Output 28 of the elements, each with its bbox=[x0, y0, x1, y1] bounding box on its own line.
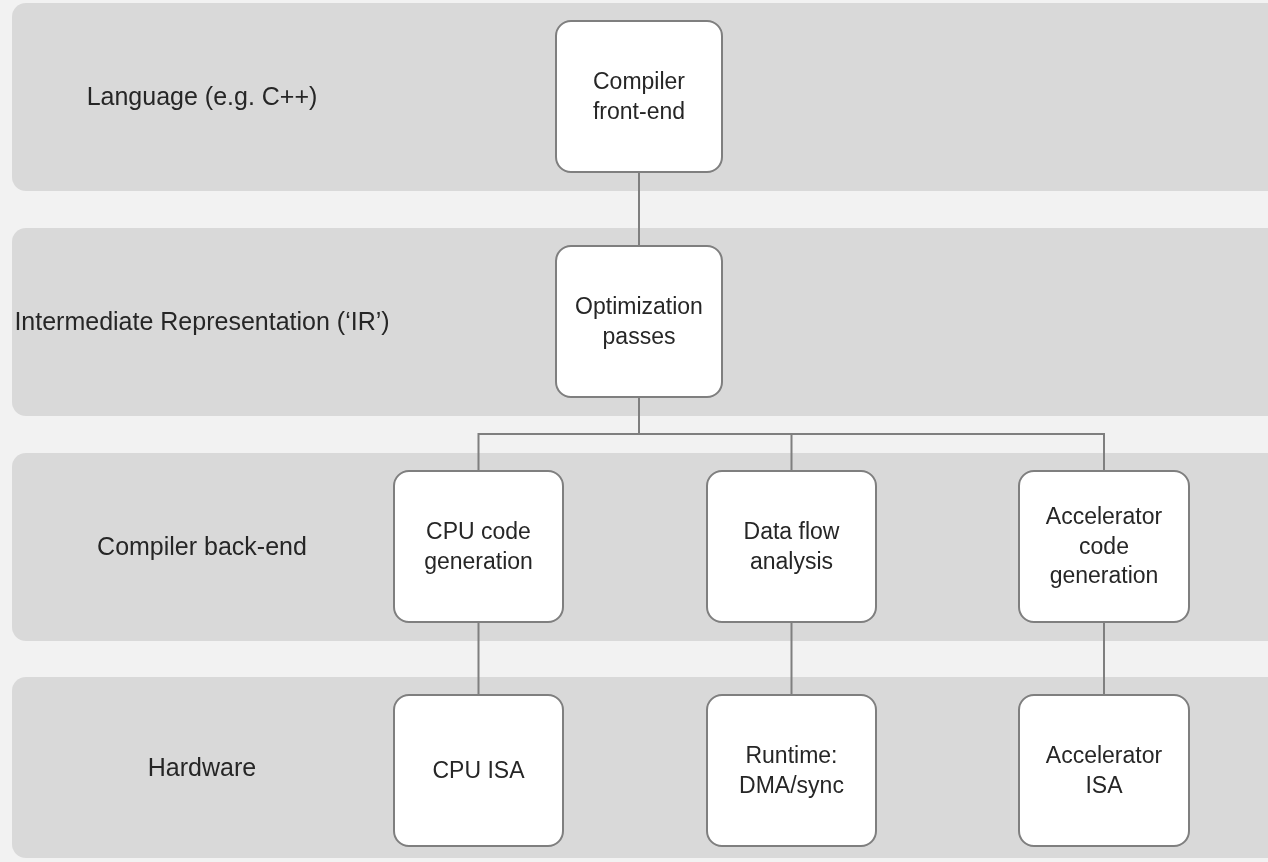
box-label: Accelerator code generation bbox=[1044, 501, 1164, 591]
layer-label: Intermediate Representation (‘IR’) bbox=[13, 306, 391, 338]
box-label: Compiler front-end bbox=[591, 66, 687, 126]
connector-line bbox=[1103, 622, 1105, 695]
box-label: Runtime: DMA/sync bbox=[738, 740, 845, 800]
process-box bbox=[555, 20, 723, 173]
layer-band bbox=[12, 228, 1268, 416]
connector-line bbox=[790, 622, 793, 695]
process-box bbox=[1018, 694, 1190, 847]
box-label: Optimization passes bbox=[574, 291, 704, 351]
connector-line bbox=[477, 622, 480, 695]
process-box bbox=[393, 470, 564, 623]
layer-label: Hardware bbox=[146, 751, 258, 783]
process-box bbox=[393, 694, 564, 847]
layer-label: Compiler back-end bbox=[96, 531, 308, 563]
process-box bbox=[1018, 470, 1190, 623]
layer-band bbox=[12, 3, 1268, 191]
box-label: CPU code generation bbox=[423, 516, 534, 576]
layer-band bbox=[12, 677, 1268, 858]
process-box bbox=[706, 694, 877, 847]
connector-line bbox=[638, 172, 640, 246]
box-label: CPU ISA bbox=[431, 755, 526, 785]
process-box bbox=[555, 245, 723, 398]
box-label: Accelerator ISA bbox=[1044, 740, 1164, 800]
box-label: Data flow analysis bbox=[742, 516, 841, 576]
layer-label: Language (e.g. C++) bbox=[85, 81, 319, 113]
layer-band bbox=[12, 453, 1268, 641]
process-box bbox=[706, 470, 877, 623]
